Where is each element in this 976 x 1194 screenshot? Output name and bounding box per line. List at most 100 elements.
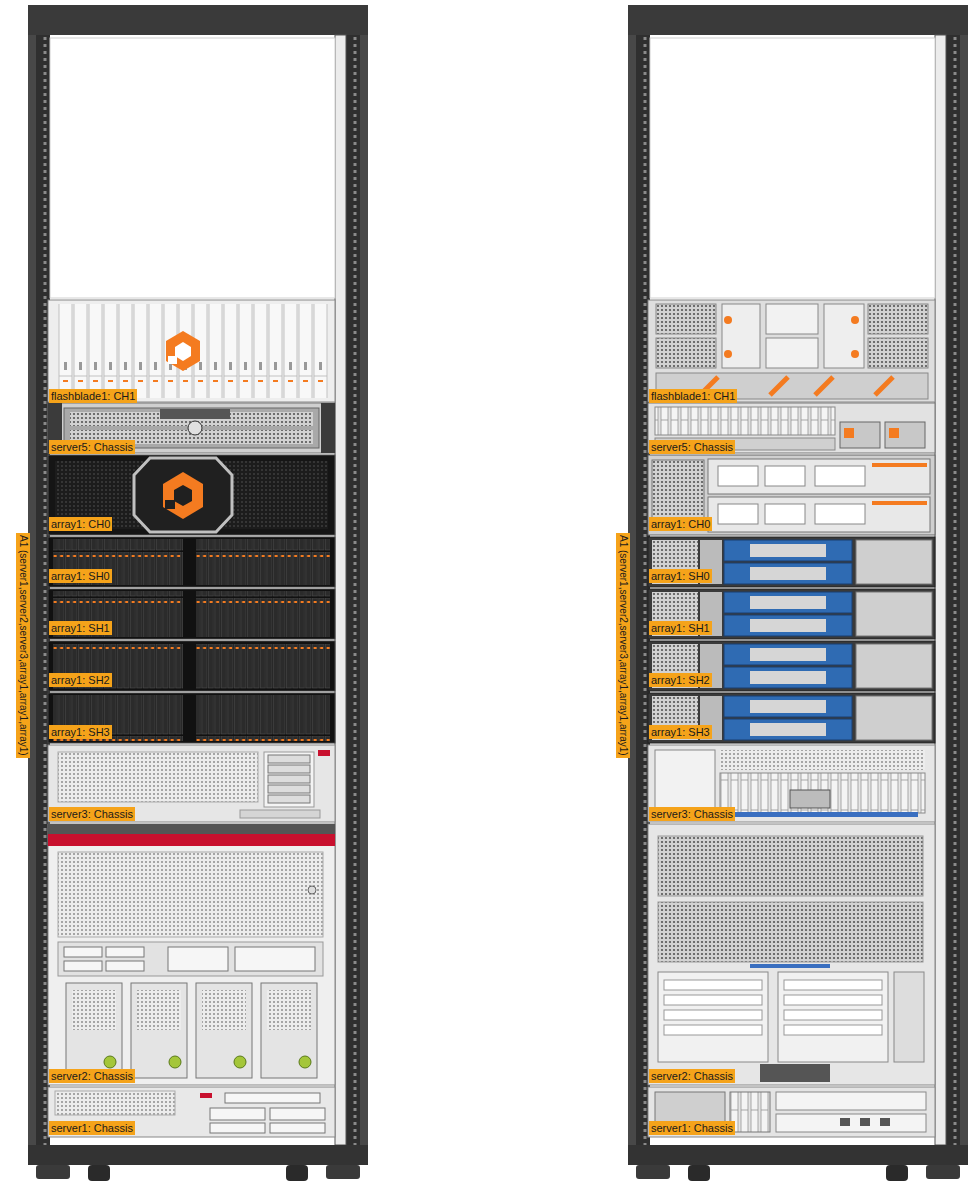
rear-devices <box>750 596 826 609</box>
front-devices <box>48 403 335 453</box>
rear-devices <box>844 428 854 438</box>
rear-devices <box>750 964 830 968</box>
front-devices <box>48 641 335 691</box>
rear-devices <box>766 338 818 368</box>
rear-devices <box>765 466 805 486</box>
rear-devices <box>784 1010 882 1020</box>
rear-devices <box>868 338 928 368</box>
front-devices <box>264 752 314 807</box>
rear-devices <box>718 504 758 524</box>
device-label: array1: SH0 <box>649 569 712 583</box>
front-devices <box>168 947 228 971</box>
front-devices <box>58 852 323 937</box>
rear-devices <box>648 641 935 691</box>
front-devices <box>104 1056 116 1068</box>
front-devices <box>234 1056 246 1068</box>
device-label-text: server1: Chassis <box>651 1122 733 1134</box>
front-devices <box>72 990 116 1030</box>
rear-devices <box>658 902 923 962</box>
rear-devices <box>750 567 826 580</box>
device-label-text: array1: SH0 <box>51 570 110 582</box>
front-devices <box>106 947 144 957</box>
rear-devices <box>648 300 935 1137</box>
front-devices <box>299 1056 311 1068</box>
rear-devices <box>648 1087 935 1137</box>
front-devices <box>165 500 175 509</box>
rear-devices <box>784 980 882 990</box>
front-devices <box>210 1123 265 1133</box>
front-devices <box>55 1091 175 1115</box>
device-label: array1: SH1 <box>649 621 712 635</box>
front-devices <box>267 990 311 1030</box>
device-label: flashblade1: CH1 <box>49 389 137 403</box>
device-label-text: server3: Chassis <box>51 808 133 820</box>
front-devices <box>58 752 258 802</box>
front-devices <box>48 1087 335 1137</box>
front-devices <box>48 693 335 743</box>
rear-devices <box>658 836 923 896</box>
front-devices <box>66 983 122 1078</box>
rear-devices <box>648 537 935 743</box>
rack-label-text: A1 (server1,server2,server3,array1,array… <box>616 535 630 756</box>
device-label-text: array1: CH0 <box>51 518 110 530</box>
front-devices <box>137 990 181 1030</box>
rear-devices <box>760 1064 830 1082</box>
device-label: server3: Chassis <box>649 807 735 821</box>
front-devices <box>268 765 310 773</box>
front-devices <box>48 824 335 1085</box>
front-devices <box>268 755 310 763</box>
device-label: server2: Chassis <box>649 1069 735 1083</box>
device-label: array1: CH0 <box>49 517 112 531</box>
device-label-text: array1: SH3 <box>51 726 110 738</box>
front-devices <box>200 1093 212 1098</box>
device-label: array1: SH1 <box>49 621 112 635</box>
rear-devices <box>750 671 826 684</box>
device-label: array1: CH0 <box>649 517 712 531</box>
front-devices <box>106 961 144 971</box>
front-devices <box>168 356 177 364</box>
rear-devices <box>885 422 925 448</box>
device-label-text: array1: SH1 <box>651 622 710 634</box>
rear-devices <box>840 422 880 448</box>
device-label-text: server3: Chassis <box>651 808 733 820</box>
rear-devices <box>778 972 888 1062</box>
device-label-text: server2: Chassis <box>51 1070 133 1082</box>
rear-devices <box>724 540 852 561</box>
rear-devices <box>720 750 925 770</box>
front-devices <box>261 983 317 1078</box>
device-label-text: flashblade1: CH1 <box>651 390 735 402</box>
front-devices <box>48 455 335 535</box>
front-devices <box>308 886 316 894</box>
rear-devices <box>750 544 826 557</box>
rear-devices <box>868 304 928 334</box>
rack-frame <box>28 5 368 1181</box>
rear-devices <box>718 466 758 486</box>
rear-devices <box>648 455 935 535</box>
rear-devices <box>708 459 930 494</box>
rear-devices <box>784 1025 882 1035</box>
rear-devices <box>790 790 830 808</box>
front-devices <box>225 1093 320 1103</box>
rear-devices <box>720 773 925 813</box>
front-devices <box>163 472 203 519</box>
rear-devices <box>648 537 935 587</box>
front-devices <box>64 947 102 957</box>
rear-devices <box>889 428 899 438</box>
front-devices <box>58 304 328 398</box>
rear-devices <box>750 619 826 632</box>
rear-devices <box>875 377 893 395</box>
front-devices <box>268 785 310 793</box>
rack-label-text: A1 (server1,server2,server3,array1,array… <box>16 535 30 756</box>
rear-devices <box>776 1092 926 1110</box>
device-label: server1: Chassis <box>49 1121 135 1135</box>
device-label: server2: Chassis <box>49 1069 135 1083</box>
device-label: server1: Chassis <box>649 1121 735 1135</box>
rear-devices <box>872 501 927 505</box>
rear-devices <box>664 1010 762 1020</box>
rear-devices <box>766 304 818 334</box>
front-devices <box>270 1123 325 1133</box>
device-label: array1: SH2 <box>49 673 112 687</box>
front-devices <box>160 409 230 419</box>
rear-devices <box>770 377 788 395</box>
